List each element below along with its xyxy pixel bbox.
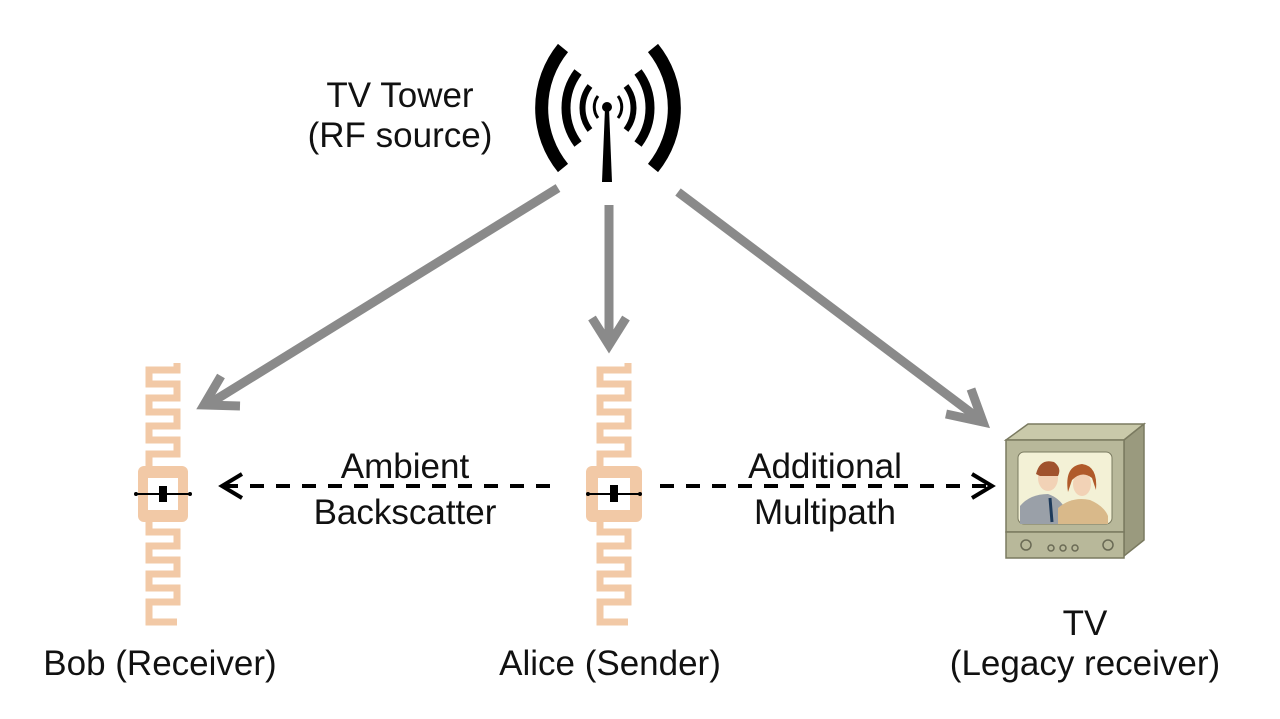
backscatter-label-line2: Backscatter xyxy=(313,493,497,532)
tv-icon xyxy=(1003,422,1147,559)
rf-arrow-to-tv xyxy=(675,188,991,429)
alice-tag-icon xyxy=(586,363,642,626)
rf-arrow-to-bob xyxy=(196,184,561,411)
tv-label-line2: (Legacy receiver) xyxy=(949,644,1221,683)
backscatter-label-line1: Ambient xyxy=(340,447,470,486)
tower-label-line1: TV Tower xyxy=(326,76,474,115)
tv-label: TV (Legacy receiver) xyxy=(900,604,1270,684)
multipath-label-line2: Multipath xyxy=(753,493,897,532)
tower-label: TV Tower (RF source) xyxy=(270,76,530,156)
bob-label: Bob (Receiver) xyxy=(43,644,277,683)
antenna-icon xyxy=(535,43,681,182)
backscatter-label: Ambient Backscatter xyxy=(280,444,530,536)
multipath-label: Additional Multipath xyxy=(700,444,950,536)
backscatter-arrow xyxy=(218,472,560,500)
tv-label-line1: TV xyxy=(1062,604,1108,643)
rf-arrow-to-alice xyxy=(588,205,630,354)
multipath-label-line1: Additional xyxy=(748,447,902,486)
bob-tag-icon xyxy=(134,363,192,626)
tower-label-line2: (RF source) xyxy=(307,116,493,155)
multipath-arrow xyxy=(660,472,996,500)
alice-label: Alice (Sender) xyxy=(499,644,721,683)
